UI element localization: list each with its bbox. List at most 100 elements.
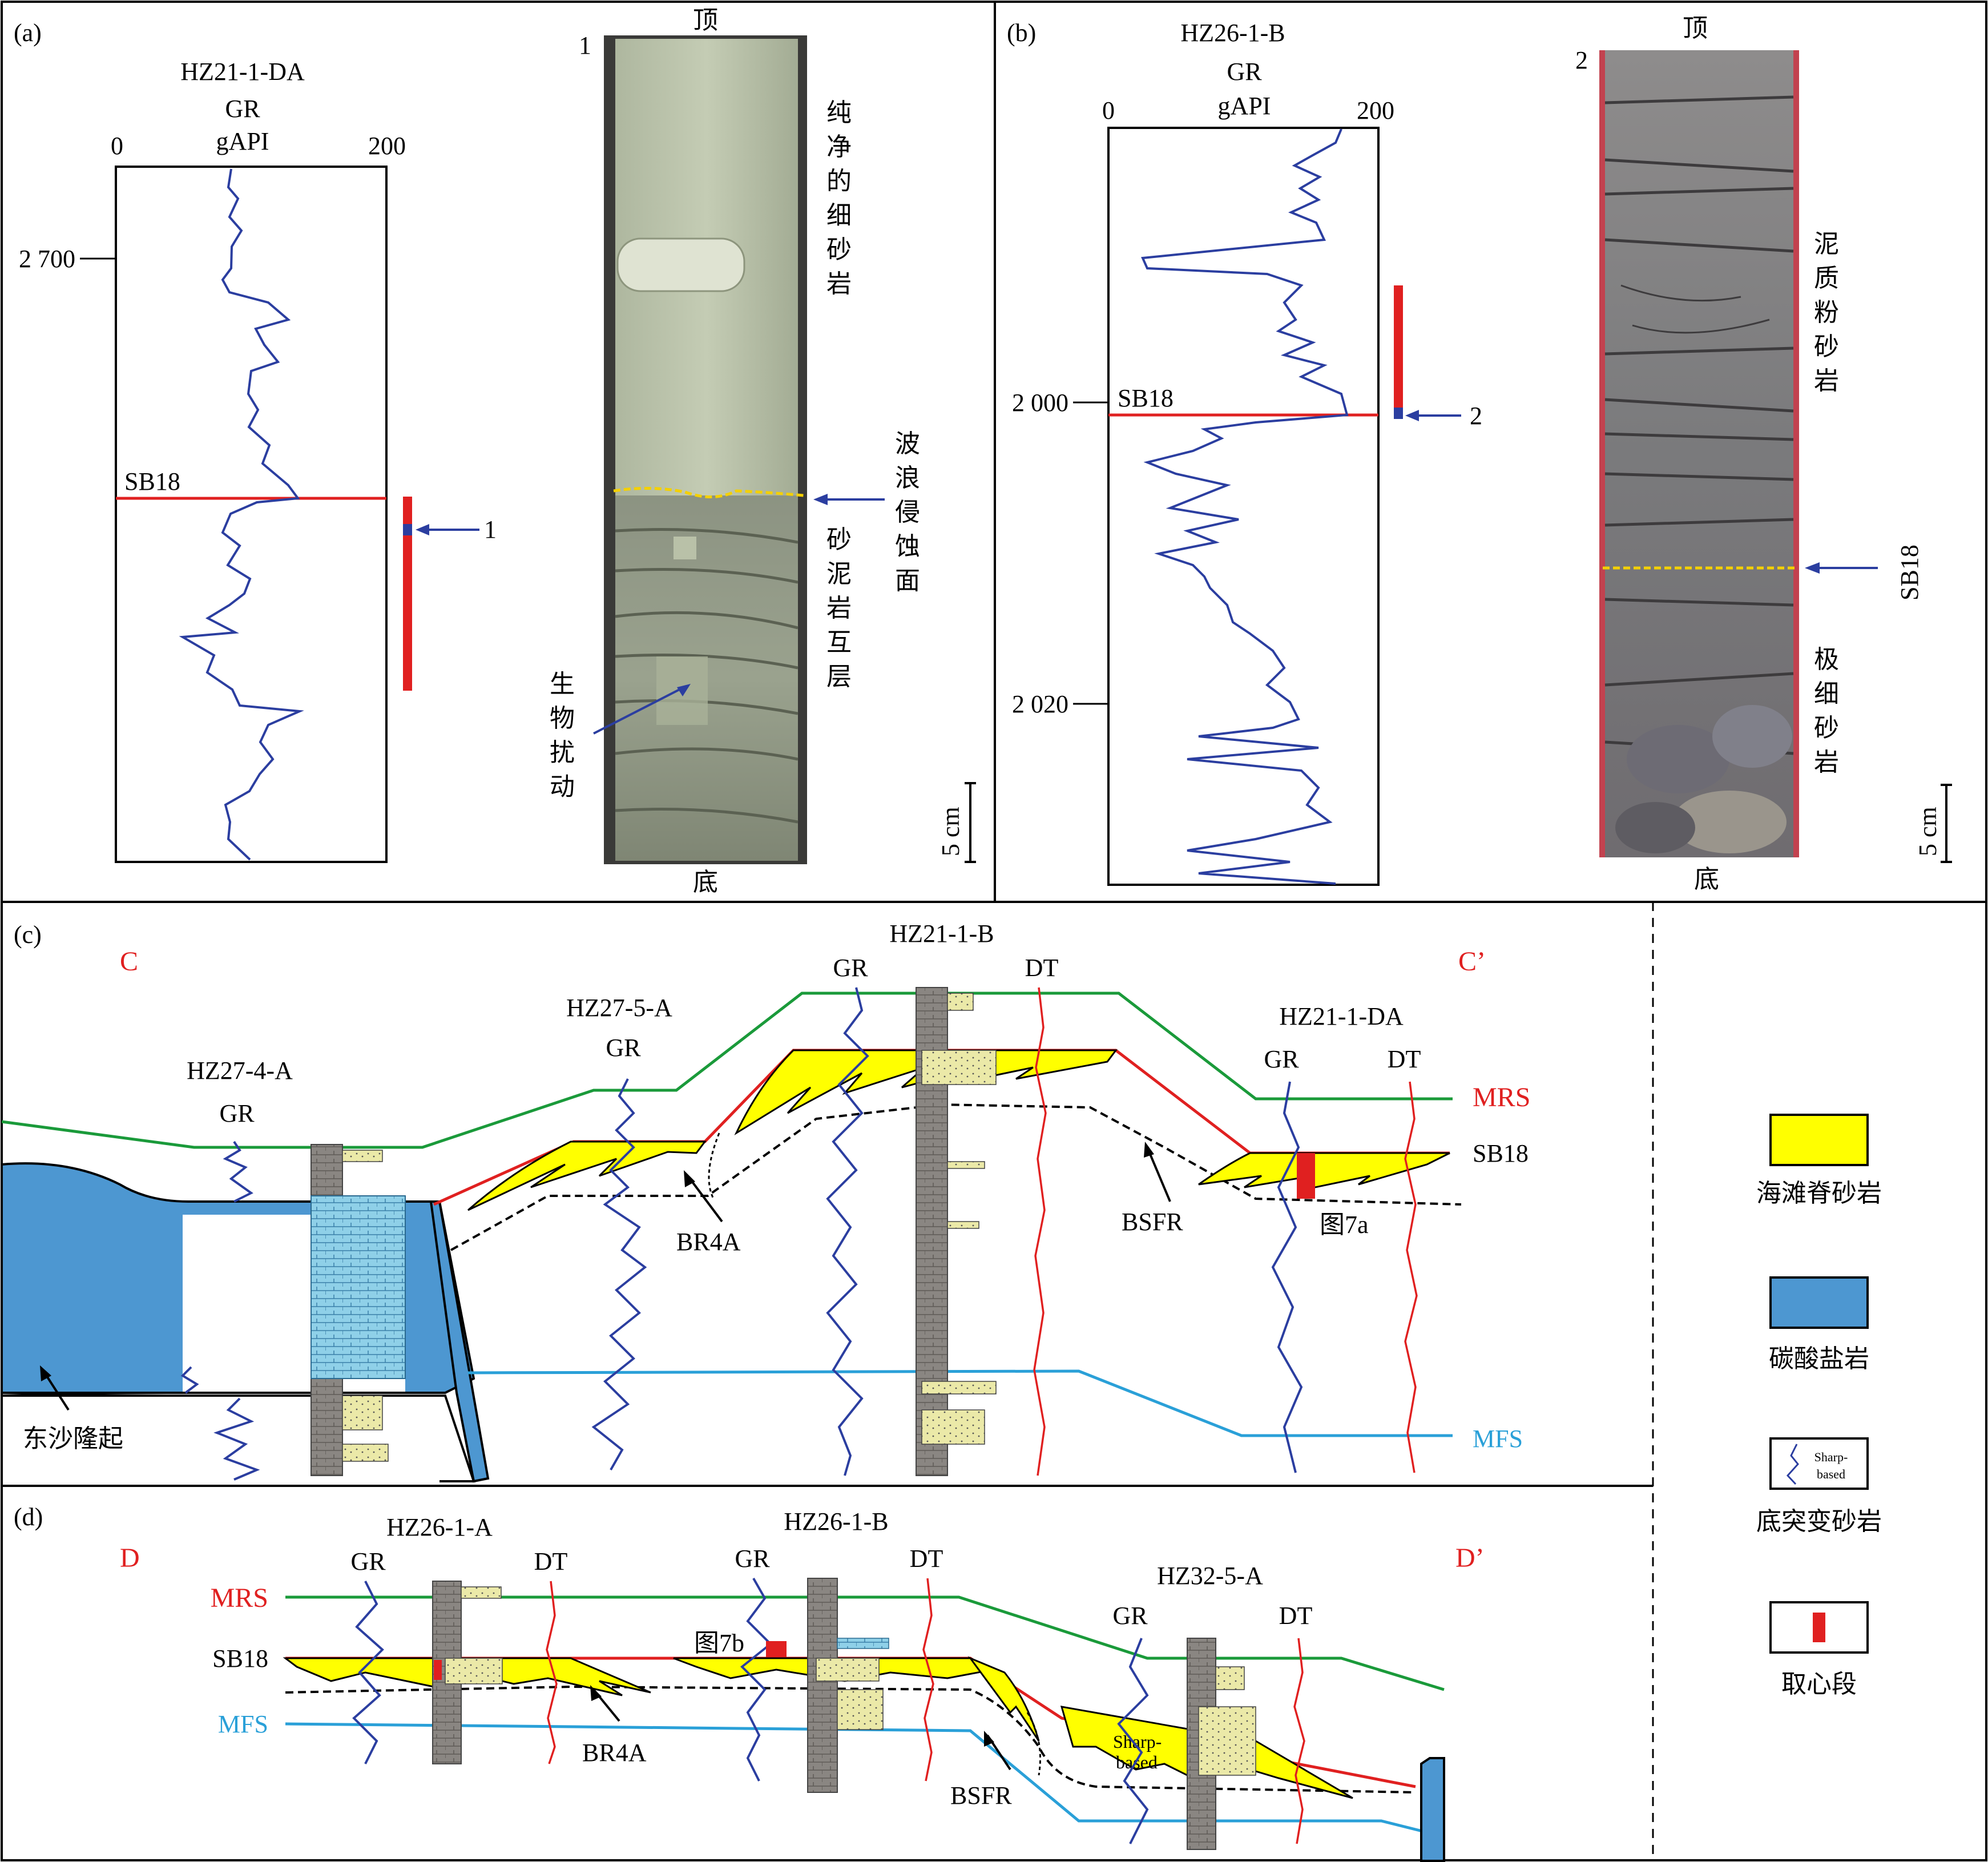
- sb18-label-a: SB18: [124, 467, 180, 495]
- very-fine-sand-label-char: 细: [1814, 680, 1839, 708]
- fig7a-label: 图7a: [1320, 1211, 1369, 1239]
- sb18-label-b: SB18: [1118, 384, 1174, 412]
- scale-bar-label-b: 5 cm: [1914, 807, 1942, 856]
- core-photo-b: [1599, 50, 1799, 857]
- muddy-silt-label-char: 粉: [1814, 299, 1839, 327]
- sb18-vertical-b: SB18: [1896, 545, 1924, 600]
- log-track-b: [1107, 127, 1380, 886]
- sb18-label-c: SB18: [1473, 1139, 1529, 1167]
- mrs-line-c: [1, 992, 1453, 1149]
- panel-d: (d) D D’ Sharp- based HZ26-1-A GR DT: [14, 1503, 1485, 1862]
- sb18-label-d: SB18: [212, 1645, 268, 1672]
- gr-label-hz32-5-a: GR: [1112, 1602, 1148, 1630]
- mrs-label-d: MRS: [211, 1583, 268, 1613]
- beach-ridge-3-d: [967, 1656, 1040, 1742]
- legend-sharp-icon-1: Sharp-: [1814, 1450, 1848, 1464]
- clean-sand-label-char: 纯: [826, 99, 852, 127]
- section-end-c: C’: [1458, 946, 1486, 977]
- muddy-silt-label-char: 岩: [1814, 367, 1839, 395]
- core-photo-a: [604, 35, 807, 864]
- clean-sand-label-char: 净: [826, 133, 852, 161]
- core-bottom-b: 底: [1694, 865, 1719, 893]
- legend-swatch-beach-ridge: [1769, 1114, 1869, 1166]
- depth-label-a: 2 700: [19, 245, 75, 273]
- gr-label-hz26-1-a: GR: [350, 1547, 386, 1575]
- mrs-label-c: MRS: [1473, 1082, 1530, 1113]
- interbed-label-char: 岩: [826, 594, 852, 622]
- gr-label-hz27-4-a: GR: [219, 1099, 255, 1127]
- wave-erosion-line: [613, 486, 804, 498]
- mfs-line-c: [467, 1369, 1453, 1437]
- dt-label-hz26-1-b: DT: [910, 1545, 943, 1573]
- well-label-hz26-1-b: HZ26-1-B: [784, 1508, 888, 1535]
- legend-label-sharp-based: 底突变砂岩: [1756, 1508, 1882, 1535]
- bsfr-label-d: BSFR: [950, 1782, 1012, 1809]
- log-track-a: [115, 166, 388, 863]
- gr-curve-a: [179, 168, 304, 861]
- core-bottom-a: 底: [693, 868, 718, 896]
- well-hz27-5-a: HZ27-5-A GR: [566, 994, 672, 1470]
- gr-label-hz21-1-b: GR: [833, 954, 868, 982]
- clean-sand-label-char: 的: [826, 167, 852, 195]
- legend: 海滩脊砂岩 碳酸盐岩 Sharp- based 底突变砂岩 取心段: [1756, 1114, 1882, 1698]
- depth-label-b1: 2 000: [1012, 389, 1068, 417]
- carbonate-edge-d: [1420, 1757, 1445, 1862]
- panel-c-tag: (c): [14, 921, 42, 949]
- fig7b-label: 图7b: [694, 1629, 744, 1657]
- log-name-a: GR: [225, 95, 260, 123]
- well-label-hz32-5-a: HZ32-5-A: [1157, 1562, 1263, 1590]
- log-unit-b: gAPI: [1218, 92, 1271, 120]
- gr-label-hz26-1-b: GR: [735, 1545, 770, 1573]
- bsfr-label-c: BSFR: [1122, 1208, 1183, 1236]
- well-label-hz27-4-a: HZ27-4-A: [187, 1057, 293, 1085]
- panel-b: (b) HZ26-1-B GR gAPI 0 200 2 000 2 020 S…: [1007, 14, 1952, 893]
- core-ref-b: 2: [1470, 402, 1482, 430]
- well-name-b: HZ26-1-B: [1180, 19, 1285, 47]
- gr-label-hz21-1-da: GR: [1264, 1045, 1299, 1073]
- clean-sand-label-char: 岩: [826, 270, 852, 298]
- very-fine-sand-label-char: 岩: [1814, 748, 1839, 776]
- core-ref-a: 1: [484, 515, 497, 543]
- legend-swatch-sharp-based: [1769, 1437, 1869, 1490]
- well-name-a: HZ21-1-DA: [180, 58, 305, 86]
- well-label-hz21-1-da: HZ21-1-DA: [1279, 1002, 1404, 1030]
- clean-sand-label-char: 细: [826, 201, 852, 229]
- well-hz32-5-a: HZ32-5-A GR DT: [1112, 1562, 1312, 1850]
- legend-sharp-gr-icon: [1786, 1444, 1799, 1485]
- dt-label-hz21-1-da: DT: [1388, 1045, 1421, 1073]
- well-label-hz21-1-b: HZ21-1-B: [889, 920, 994, 948]
- interbed-label-char: 泥: [826, 560, 852, 588]
- well-hz27-4-a: HZ27-4-A GR: [180, 1057, 406, 1481]
- well-hz21-1-b: HZ21-1-B GR DT: [826, 920, 1058, 1476]
- core-top-a: 顶: [693, 6, 718, 34]
- wave-erosion-label-char: 波: [895, 430, 920, 458]
- depth-label-b2: 2 020: [1012, 690, 1068, 718]
- panel-a-tag: (a): [14, 19, 42, 47]
- clean-sand-label-char: 砂: [826, 236, 852, 264]
- interbed-label-char: 砂: [826, 526, 852, 554]
- log-name-b: GR: [1227, 58, 1262, 86]
- core-no-b: 2: [1575, 46, 1588, 74]
- mfs-line-d: [285, 1722, 1428, 1834]
- mrs-line-d: [285, 1595, 1445, 1691]
- wave-erosion-label-char: 侵: [895, 498, 920, 526]
- beach-ridge-1-c: [467, 1140, 707, 1211]
- panel-d-tag: (d): [14, 1503, 43, 1531]
- gr-label-hz27-5-a: GR: [606, 1034, 641, 1062]
- log-unit-a: gAPI: [216, 127, 269, 155]
- scale-min-a: 0: [111, 132, 123, 160]
- wave-erosion-label-char: 蚀: [895, 533, 920, 561]
- core-no-a: 1: [579, 31, 591, 59]
- section-start-d: D: [120, 1543, 140, 1573]
- br4a-label-d: BR4A: [582, 1739, 647, 1767]
- scale-bar-label-a: 5 cm: [937, 807, 965, 856]
- cored-interval-fig7b: [766, 1641, 787, 1657]
- well-label-hz26-1-a: HZ26-1-A: [386, 1513, 493, 1541]
